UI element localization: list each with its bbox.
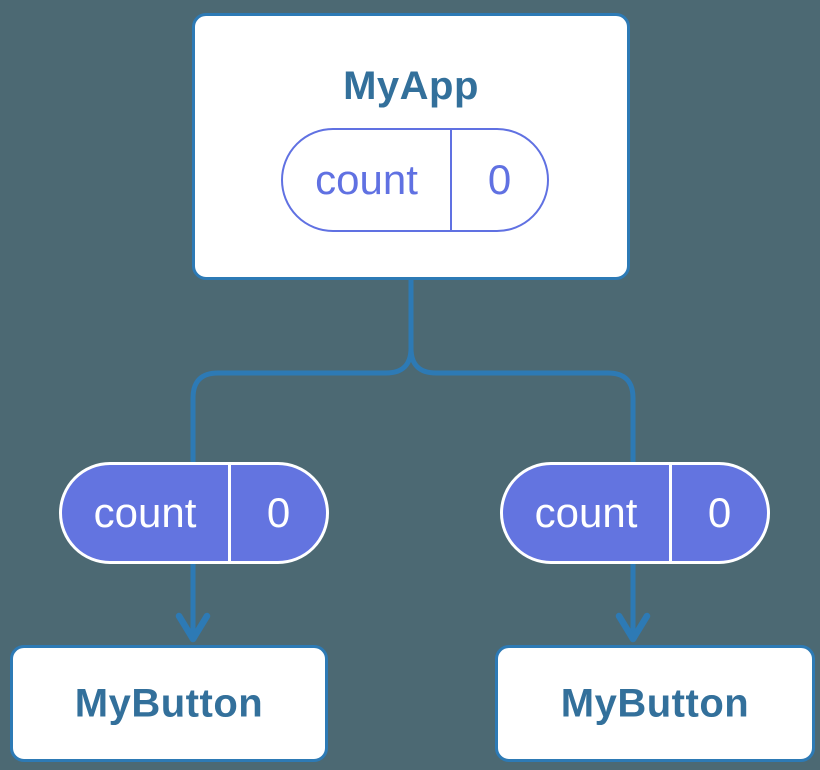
edge-right-branch [408,347,636,633]
root-state-pill: count 0 [281,128,549,232]
prop-pill-left: count 0 [59,462,329,564]
prop-pill-label: count [93,489,197,536]
prop-pill-value: 0 [228,465,326,561]
root-component-card: MyApp count 0 [192,13,630,280]
child-component-card-right: MyButton [495,645,815,762]
arrowhead-down-right-icon [615,612,651,643]
child-component-title: MyButton [74,681,264,725]
state-pill-value: 0 [450,130,547,230]
edge-left-branch [190,347,414,633]
state-pill-label: count [315,156,418,203]
prop-pill-label: count [534,489,638,536]
child-component-card-left: MyButton [10,645,328,762]
arrowhead-down-left-icon [175,612,211,643]
prop-pill-right: count 0 [500,462,770,564]
child-component-title: MyButton [560,681,750,725]
prop-pill-value: 0 [669,465,767,561]
root-component-title: MyApp [343,64,479,108]
